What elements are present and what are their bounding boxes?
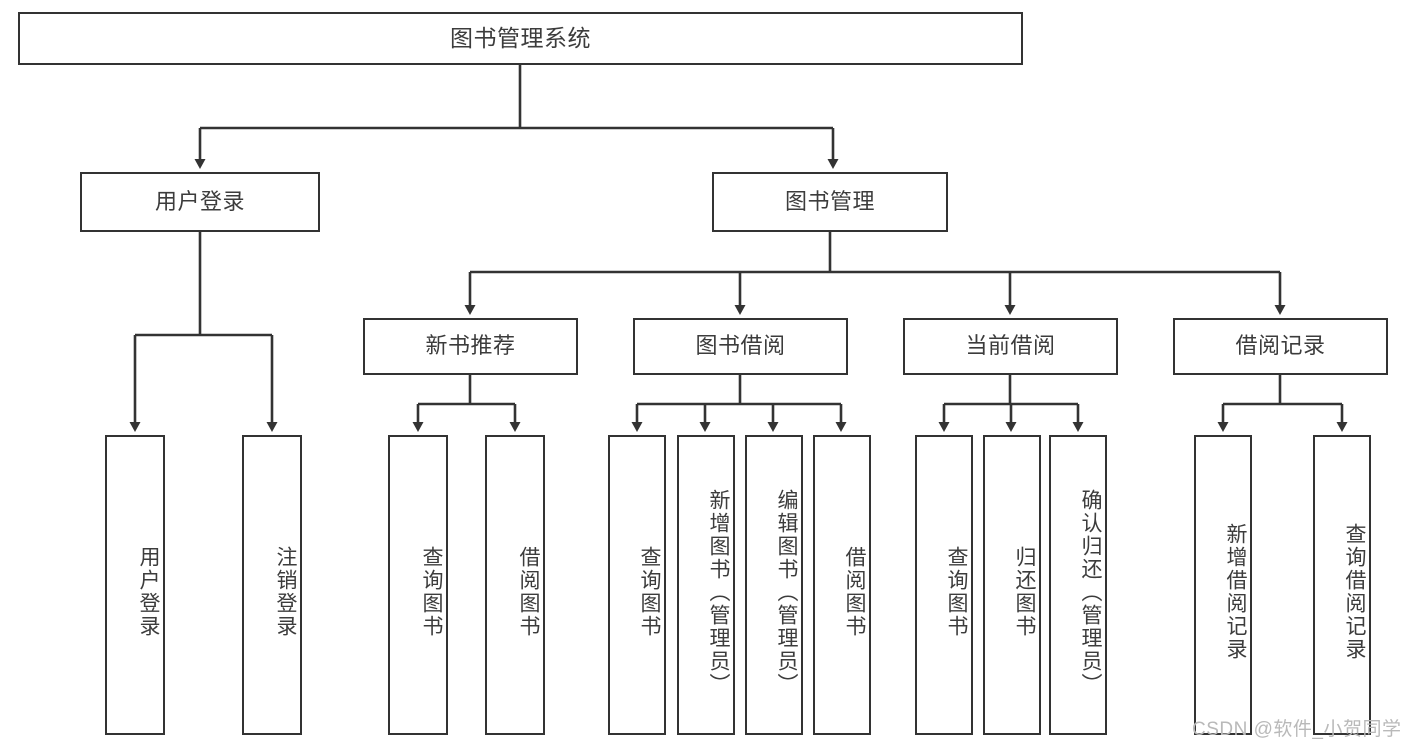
node-leaf-query-book-recommend[interactable]: 查询图书 bbox=[388, 435, 448, 735]
node-label: 查询图书 bbox=[945, 546, 968, 638]
node-book-management[interactable]: 图书管理 bbox=[712, 172, 948, 232]
node-new-book-recommend[interactable]: 新书推荐 bbox=[363, 318, 578, 375]
node-leaf-borrow-book-recommend[interactable]: 借阅图书 bbox=[485, 435, 545, 735]
node-leaf-edit-book-admin[interactable]: 编辑图书（管理员） bbox=[745, 435, 803, 735]
node-label: 当前借阅 bbox=[965, 333, 1056, 359]
node-label: 新增图书（管理员） bbox=[707, 488, 730, 696]
node-label: 确认归还（管理员） bbox=[1079, 488, 1102, 696]
node-label: 归还图书 bbox=[1013, 546, 1036, 638]
node-label: 图书管理 bbox=[784, 188, 875, 214]
node-label: 注销登录 bbox=[274, 546, 297, 638]
node-leaf-logout-login[interactable]: 注销登录 bbox=[242, 435, 302, 735]
node-leaf-user-login[interactable]: 用户登录 bbox=[105, 435, 165, 735]
node-leaf-return-book[interactable]: 归还图书 bbox=[983, 435, 1041, 735]
node-leaf-query-book-current[interactable]: 查询图书 bbox=[915, 435, 973, 735]
node-label: 查询图书 bbox=[638, 546, 661, 638]
node-borrow-record[interactable]: 借阅记录 bbox=[1173, 318, 1388, 375]
node-leaf-query-book-borrow[interactable]: 查询图书 bbox=[608, 435, 666, 735]
node-leaf-add-book-admin[interactable]: 新增图书（管理员） bbox=[677, 435, 735, 735]
csdn-watermark: CSDN @软件_小贺同学 bbox=[1192, 719, 1402, 740]
node-label: 图书借阅 bbox=[695, 333, 786, 359]
node-user-login[interactable]: 用户登录 bbox=[80, 172, 320, 232]
node-label: 新书推荐 bbox=[425, 333, 516, 359]
node-label: 用户登录 bbox=[137, 546, 160, 638]
node-label: 借阅图书 bbox=[517, 546, 540, 638]
node-label: 图书管理系统 bbox=[450, 24, 591, 51]
node-label: 借阅记录 bbox=[1235, 333, 1326, 359]
node-label: 用户登录 bbox=[154, 188, 245, 214]
node-label: 借阅图书 bbox=[843, 546, 866, 638]
node-leaf-query-borrow-record[interactable]: 查询借阅记录 bbox=[1313, 435, 1371, 735]
node-book-borrow[interactable]: 图书借阅 bbox=[633, 318, 848, 375]
node-root-book-management-system[interactable]: 图书管理系统 bbox=[18, 12, 1023, 65]
node-label: 查询借阅记录 bbox=[1343, 523, 1366, 661]
node-label: 查询图书 bbox=[420, 546, 443, 638]
node-label: 新增借阅记录 bbox=[1224, 523, 1247, 661]
node-label: 编辑图书（管理员） bbox=[775, 488, 798, 696]
node-leaf-confirm-return-admin[interactable]: 确认归还（管理员） bbox=[1049, 435, 1107, 735]
node-current-borrow[interactable]: 当前借阅 bbox=[903, 318, 1118, 375]
node-leaf-add-borrow-record[interactable]: 新增借阅记录 bbox=[1194, 435, 1252, 735]
node-leaf-borrow-book-borrow[interactable]: 借阅图书 bbox=[813, 435, 871, 735]
